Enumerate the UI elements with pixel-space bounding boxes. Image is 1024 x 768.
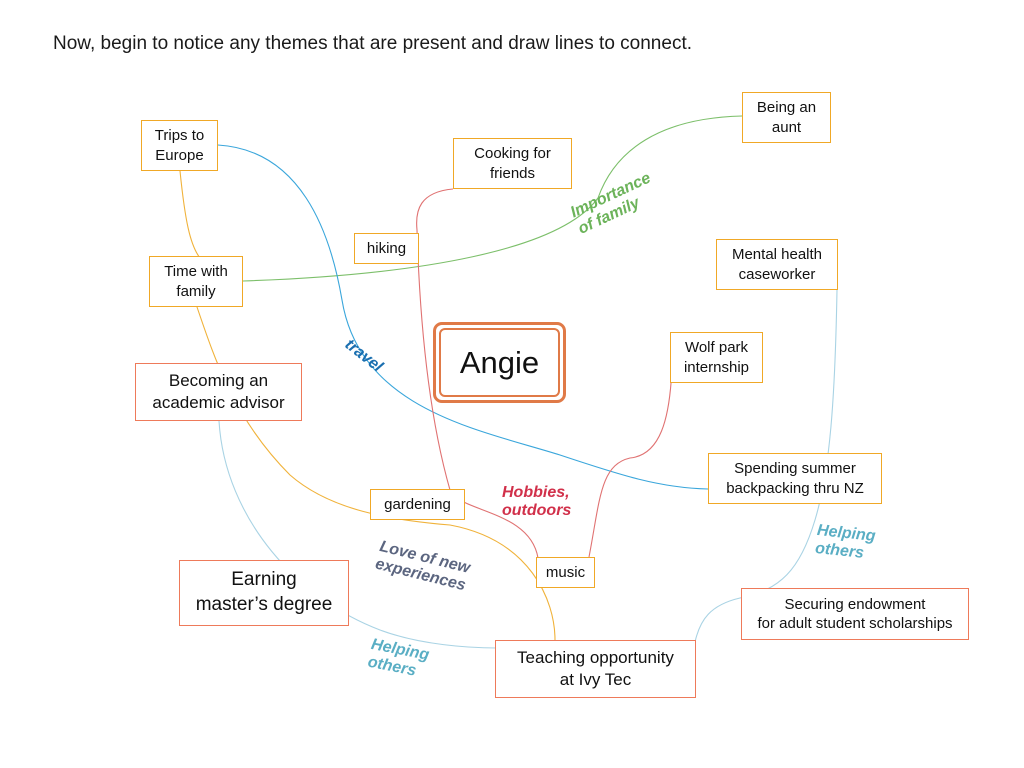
travel-line [217,144,709,490]
new-experiences-line [179,170,201,259]
node-becoming-academic-advisor: Becoming an academic advisor [135,363,302,421]
family-line [242,115,743,282]
node-hiking: hiking [354,233,419,264]
node-cooking-for-friends: Cooking for friends [453,138,572,189]
instruction-text: Now, begin to notice any themes that are… [53,33,692,54]
node-gardening: gardening [370,489,465,520]
node-wolf-park-internship: Wolf park internship [670,332,763,383]
node-trips-to-europe: Trips to Europe [141,120,218,171]
center-label: Angie [439,328,560,397]
theme-helping-others-right: Helping others [814,522,877,563]
node-time-with-family: Time with family [149,256,243,307]
center-node: Angie [433,322,566,403]
node-being-an-aunt: Being an aunt [742,92,831,143]
hobbies-line [416,188,539,559]
node-teaching-opportunity: Teaching opportunity at Ivy Tec [495,640,696,698]
helping-line-right [694,289,838,643]
node-spending-summer-backpacking: Spending summer backpacking thru NZ [708,453,882,504]
node-music: music [536,557,595,588]
node-earning-masters-degree: Earning master’s degree [179,560,349,626]
node-mental-health-caseworker: Mental health caseworker [716,239,838,290]
hobbies-line-2 [588,365,673,558]
node-securing-endowment: Securing endowment for adult student sch… [741,588,969,640]
theme-hobbies-outdoors: Hobbies, outdoors [502,484,572,520]
